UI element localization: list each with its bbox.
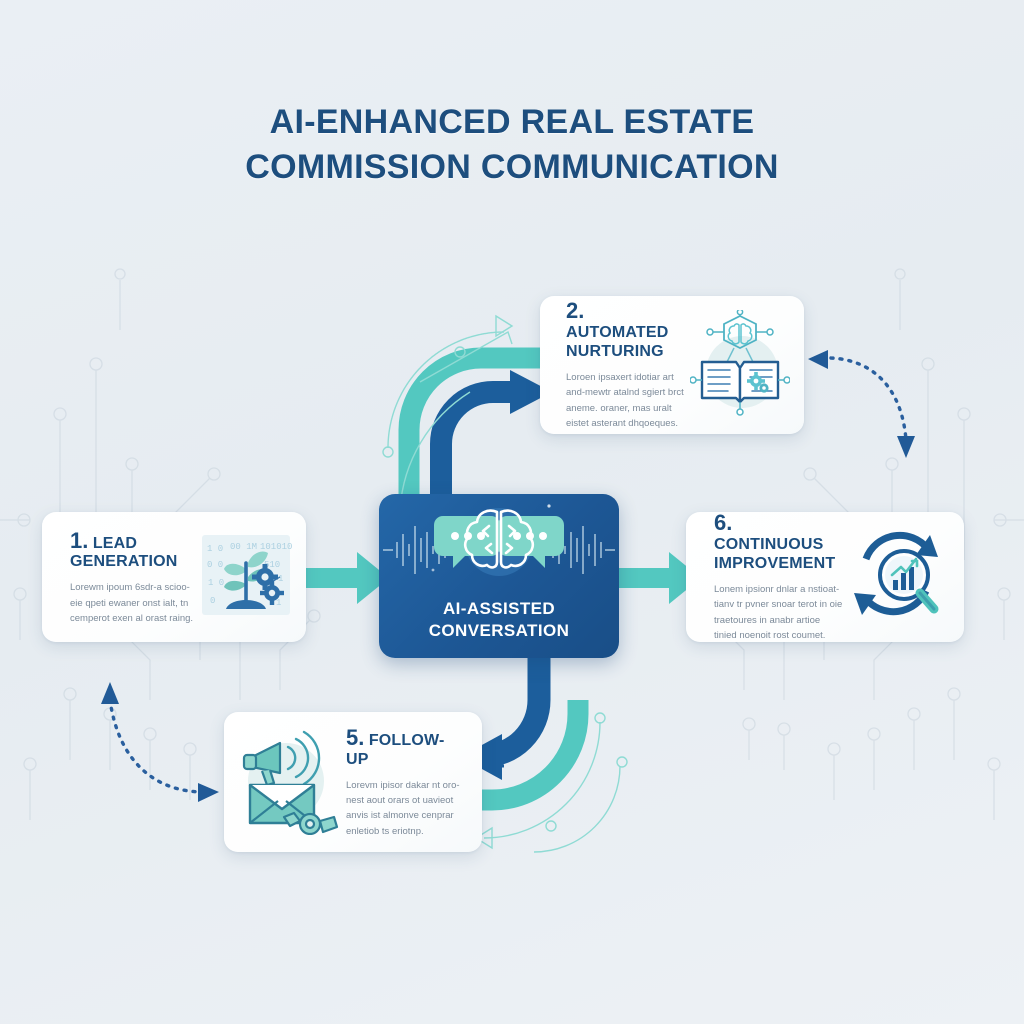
infographic-title: AI-ENHANCED REAL ESTATE COMMISSION COMMU…: [0, 100, 1024, 190]
svg-text:1: 1: [278, 574, 283, 584]
card-automated-nurturing-text: 2. AUTOMATED NURTURING Loroen ipsaxert i…: [566, 298, 690, 431]
title-line-1: AI-ENHANCED REAL ESTATE: [269, 103, 755, 141]
card-continuous-improvement-heading: 6. CONTINUOUS IMPROVEMENT: [714, 512, 844, 574]
card-lead-generation-heading: 1. LEAD GENERATION: [70, 528, 200, 573]
svg-text:101010: 101010: [260, 542, 292, 552]
card-follow-up-body: Lorevm ipisor dakar nt oro-nest aout ora…: [346, 779, 460, 837]
svg-text:1 0: 1 0: [207, 544, 223, 554]
circular-arrows-with-magnifier-chart-icon: [854, 531, 939, 615]
card-lead-generation-title-line2: GENERATION: [70, 553, 178, 571]
card-continuous-improvement-text: 6. CONTINUOUS IMPROVEMENT Lonem ipsionr …: [714, 512, 844, 642]
hub-label-line-1: AI-ASSISTED: [442, 599, 556, 618]
card-follow-up-text: 5. FOLLOW-UP Lorevm ipisor dakar nt oro-…: [346, 725, 464, 839]
svg-text:510: 510: [264, 560, 280, 570]
decor-dotted-arc-top: [382, 314, 514, 520]
card-follow-up-number: 5.: [346, 724, 365, 750]
card-follow-up[interactable]: 5. FOLLOW-UP Lorevm ipisor dakar nt oro-…: [224, 712, 482, 852]
card-lead-generation-title-line1: LEAD: [92, 534, 138, 552]
card-automated-nurturing-title-line2: NURTURING: [566, 343, 664, 361]
card-continuous-improvement-body: Lonem ipsionr dnlar a nstioat-tianv tr p…: [714, 584, 843, 642]
card-continuous-improvement-icon-wrap: [844, 525, 948, 630]
connector-followup-to-lead-dotted: [101, 682, 219, 802]
decor-dotted-arc-bottom: [474, 712, 628, 853]
card-follow-up-title-line1: FOLLOW-UP: [346, 731, 445, 768]
title-line-2: COMMISSION COMMUNICATION: [245, 147, 779, 186]
connector-nurturing-return-dotted: [808, 350, 915, 458]
svg-text:0 0: 0 0: [207, 560, 223, 570]
megaphone-envelope-robot-arm-icon: [242, 730, 339, 835]
card-continuous-improvement-number: 6.: [714, 512, 733, 536]
card-automated-nurturing-icon-wrap: [689, 308, 791, 421]
card-follow-up-icon-wrap: [234, 725, 342, 840]
card-lead-generation-number: 1.: [70, 527, 89, 553]
brain-chat-waveform-icon: [383, 504, 615, 576]
svg-text:00 1M: 00 1M: [230, 542, 257, 552]
card-lead-generation-text: 1. LEAD GENERATION Lorewm ipoum 6sdr-a s…: [70, 528, 200, 627]
connector-hub-to-nurturing-blue: [430, 370, 552, 500]
card-lead-generation[interactable]: 1. LEAD GENERATION Lorewm ipoum 6sdr-a s…: [42, 512, 306, 642]
open-book-with-brain-network-icon: [689, 308, 791, 416]
hub-label-line-2: CONVERSATION: [428, 620, 570, 640]
card-automated-nurturing-number: 2.: [566, 298, 585, 324]
connector-lead-to-hub: [306, 552, 389, 604]
card-automated-nurturing-body: Loroen ipsaxert idotiar art and-mewtr at…: [566, 372, 684, 430]
card-continuous-improvement-title-line2: IMPROVEMENT: [714, 555, 836, 573]
card-automated-nurturing[interactable]: 2. AUTOMATED NURTURING Loroen ipsaxert i…: [540, 296, 804, 434]
card-automated-nurturing-heading: 2. AUTOMATED NURTURING: [566, 298, 690, 362]
connector-hub-to-nurturing-teal: [398, 347, 540, 500]
card-continuous-improvement-title-line1: CONTINUOUS: [714, 536, 824, 554]
card-follow-up-heading: 5. FOLLOW-UP: [346, 725, 464, 770]
svg-text:1: 1: [276, 598, 281, 608]
card-continuous-improvement[interactable]: 6. CONTINUOUS IMPROVEMENT Lonem ipsionr …: [686, 512, 964, 642]
hub-label: AI-ASSISTED CONVERSATION: [379, 598, 619, 642]
card-lead-generation-body: Lorewm ipoum 6sdr-a scioo-eie qpeti ewan…: [70, 582, 194, 625]
card-automated-nurturing-title-line1: AUTOMATED: [566, 324, 669, 342]
hub-node-ai-assisted-conversation[interactable]: AI-ASSISTED CONVERSATION: [379, 494, 619, 658]
svg-text:0: 0: [210, 596, 215, 606]
svg-text:1 0: 1 0: [208, 578, 224, 588]
